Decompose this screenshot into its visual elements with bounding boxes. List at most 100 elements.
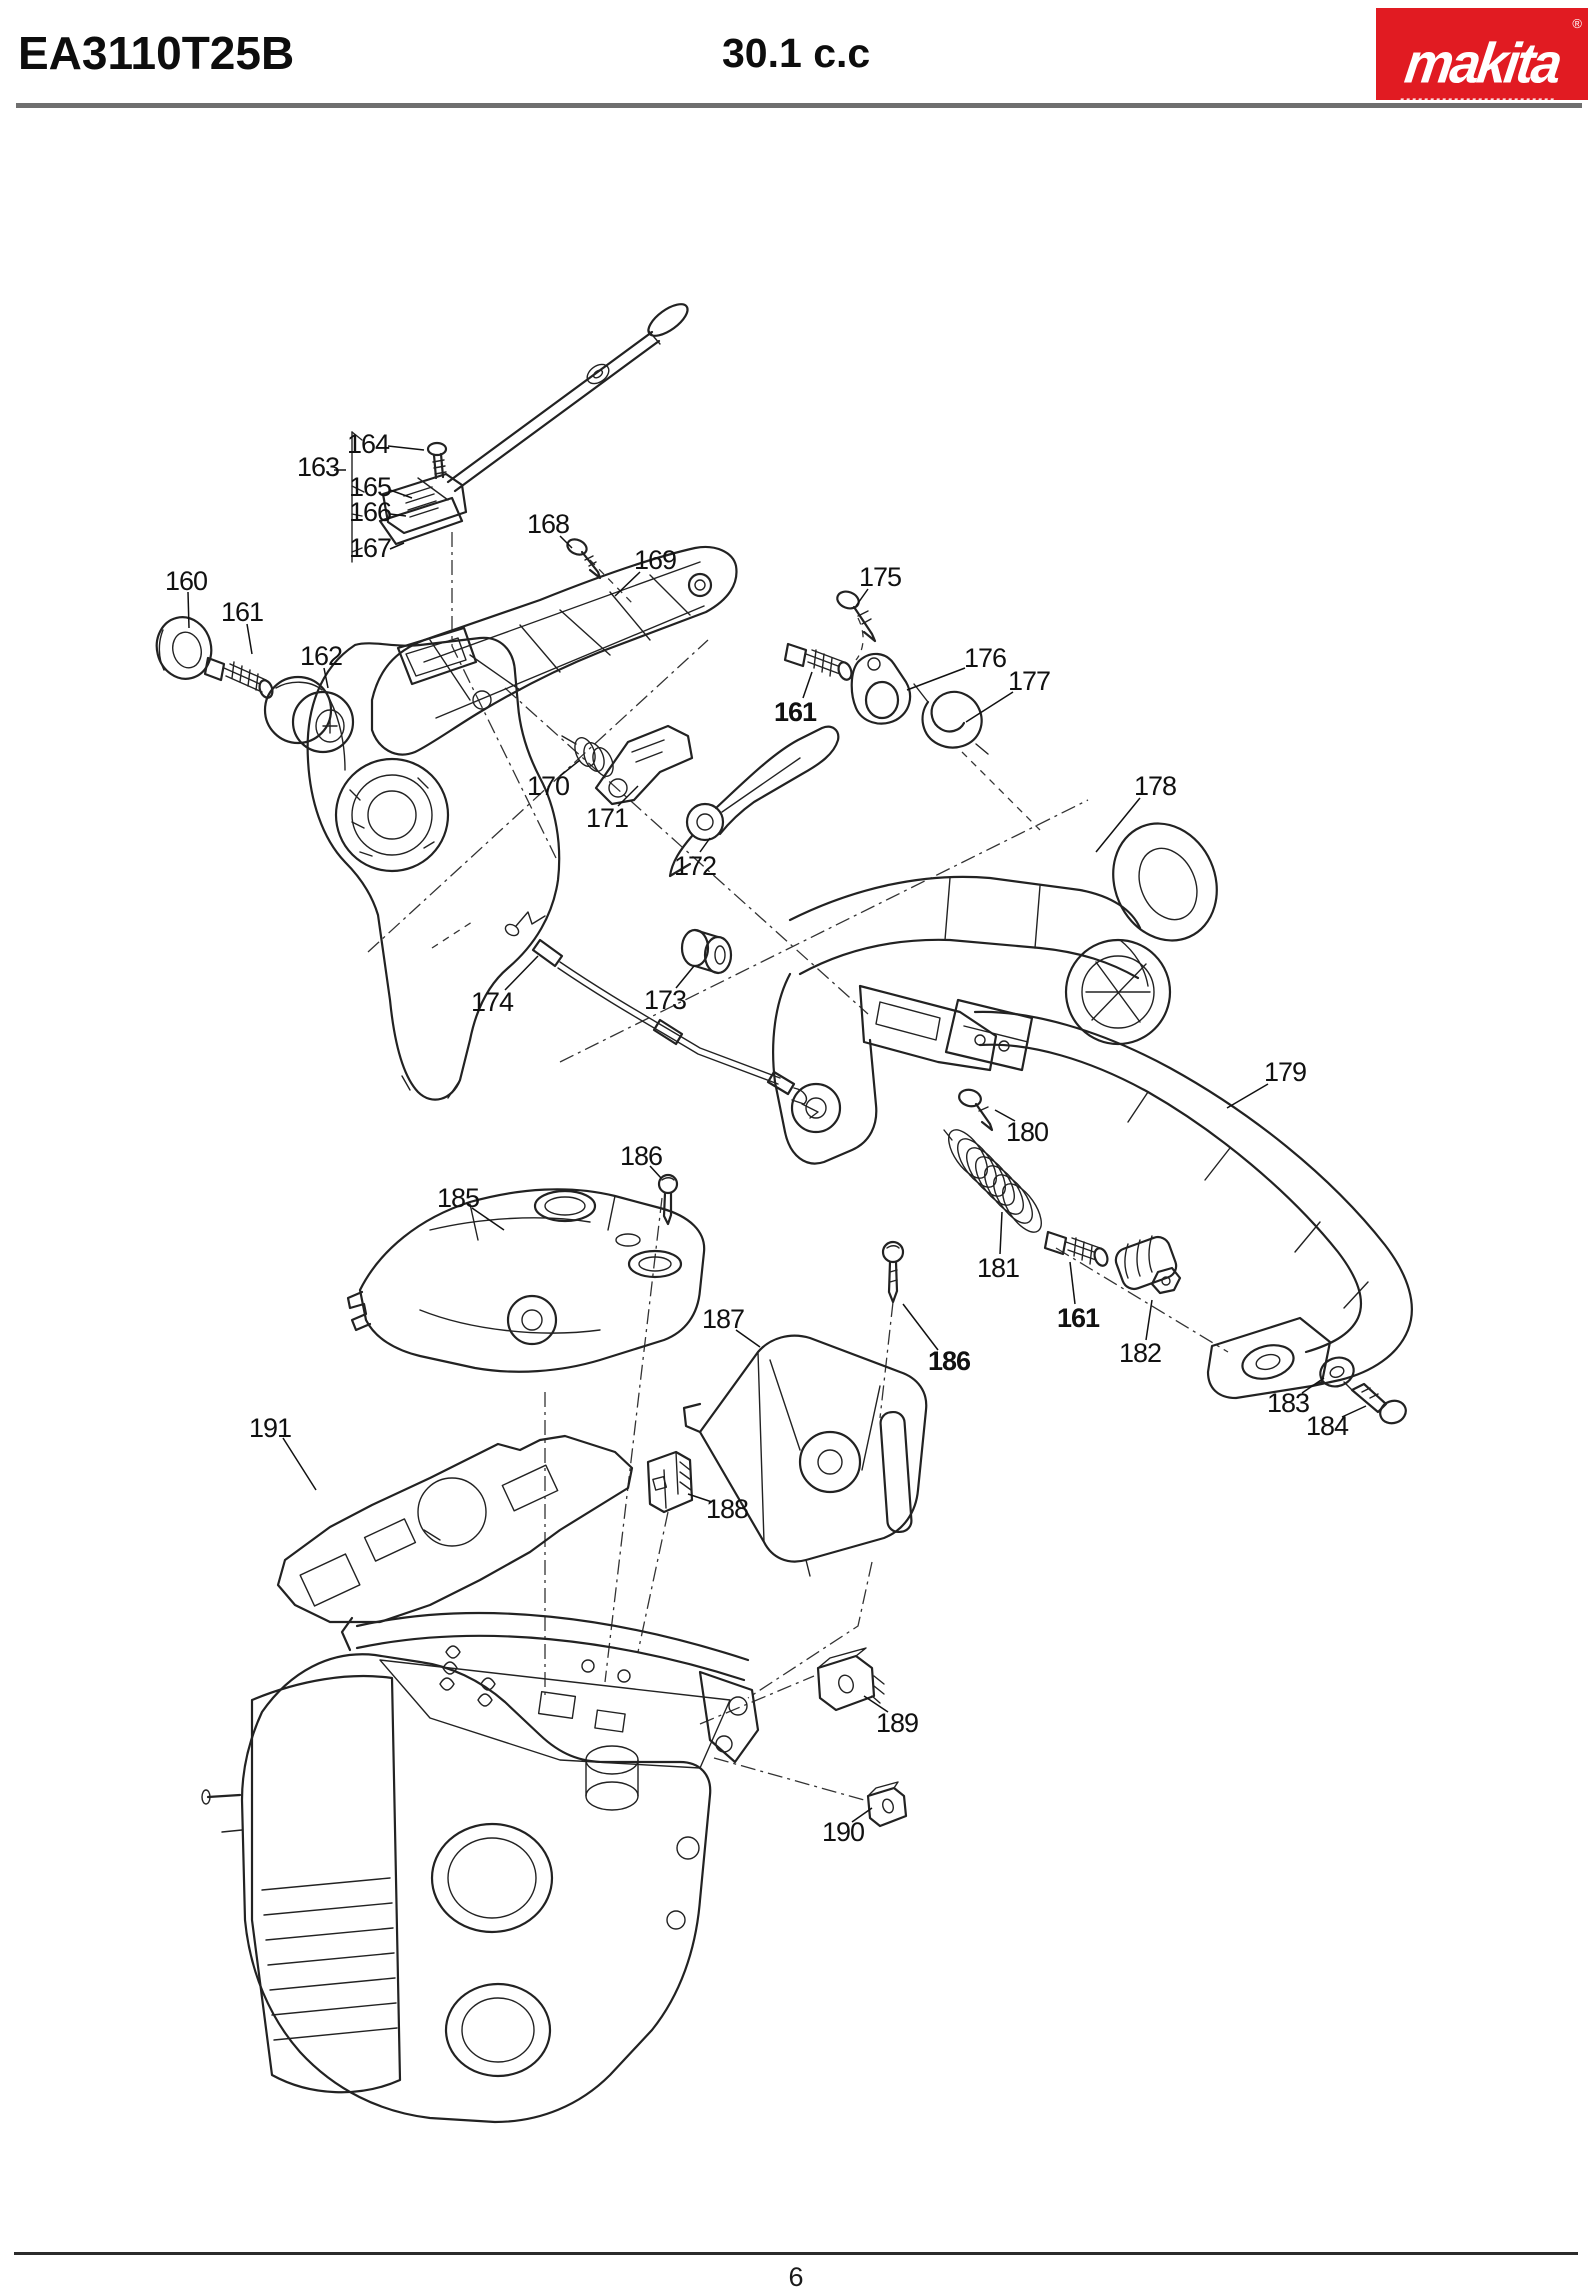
leader-line-186-29: [902, 1303, 939, 1351]
leader-line-175-15: [855, 588, 869, 607]
part-190-plug: [866, 1781, 908, 1828]
leader-line-165-5: [389, 489, 413, 499]
leader-line-169-9: [614, 571, 641, 597]
callout-166: 166: [349, 497, 391, 527]
part-176-plate: [850, 652, 912, 725]
part-174-throttle-cable: [504, 911, 819, 1119]
callout-182: 182: [1119, 1338, 1161, 1368]
part-162-buffer: [263, 675, 355, 754]
callout-184: 184: [1306, 1411, 1349, 1441]
callout-183: 183: [1267, 1388, 1309, 1418]
part-184-screw: [1343, 1381, 1407, 1425]
part-crankcase-assembly: [201, 1611, 760, 2124]
leader-line-190-33: [851, 1807, 873, 1823]
model-number: EA3110T25B: [18, 27, 295, 79]
leader-line-185-27: [471, 1207, 505, 1231]
leader-line-177-18: [965, 691, 1014, 723]
leader-line-179-20: [1226, 1083, 1269, 1109]
callout-189: 189: [876, 1708, 918, 1738]
leader-line-176-17: [906, 667, 966, 691]
engine-displacement: 30.1 c.c: [722, 30, 871, 76]
callout-170: 170: [527, 771, 569, 801]
callout-175: 175: [859, 562, 901, 592]
part-183-washer: [1319, 1356, 1355, 1388]
leader-line-174-14: [504, 955, 539, 991]
header-rule: [16, 103, 1582, 108]
part-161-stud-bolt-2: [783, 642, 853, 681]
part-172-throttle-lever: [668, 725, 840, 878]
callout-177: 177: [1008, 666, 1050, 696]
callout-labels: 1601611621631641651661671681691701711721…: [165, 429, 1367, 1847]
callout-169: 169: [634, 545, 676, 575]
callout-180: 180: [1006, 1117, 1048, 1147]
part-169-top-handle: [306, 545, 738, 1101]
leader-line-173-13: [675, 965, 695, 989]
part-178-rear-handle: [772, 822, 1218, 1165]
part-181-spring: [943, 1129, 1042, 1233]
callout-165: 165: [349, 472, 391, 502]
leader-line-187-30: [735, 1329, 761, 1348]
leader-line-184-26: [1341, 1405, 1367, 1418]
leader-line-170-10: [559, 759, 581, 777]
callout-188: 188: [706, 1494, 748, 1524]
callout-185: 185: [437, 1183, 479, 1213]
part-179-front-handle: [944, 998, 1413, 1400]
callout-191: 191: [249, 1413, 291, 1443]
callout-171: 171: [586, 803, 628, 833]
leader-line-181-22: [999, 1211, 1003, 1255]
leader-line-167-7: [389, 542, 405, 550]
part-191-gasket: [276, 1434, 634, 1624]
callout-161-bold: 161: [1057, 1303, 1100, 1333]
callout-160: 160: [165, 566, 207, 596]
callout-174: 174: [471, 987, 514, 1017]
part-180-screw: [958, 1088, 994, 1132]
callout-186-bold: 186: [928, 1346, 971, 1376]
callout-163: 163: [297, 452, 339, 482]
leader-line-189-32: [863, 1695, 889, 1713]
leader-line-161-23: [1069, 1261, 1076, 1305]
callout-172: 172: [674, 851, 716, 881]
part-186-screw-2: [881, 1240, 905, 1304]
leader-line-178-19: [1095, 797, 1141, 853]
leader-line-183-25: [1301, 1377, 1325, 1394]
callout-179: 179: [1264, 1057, 1306, 1087]
leader-line-164-4: [387, 445, 425, 451]
callout-186: 186: [620, 1141, 662, 1171]
leader-line-171-11: [617, 785, 639, 807]
callout-164: 164: [347, 429, 390, 459]
callout-161: 161: [221, 597, 263, 627]
callout-190: 190: [822, 1817, 864, 1847]
leader-line-188-31: [687, 1493, 713, 1503]
leader-line-191-34: [282, 1437, 317, 1491]
part-186-screw-1: [657, 1173, 679, 1226]
leader-line-180-21: [994, 1109, 1016, 1122]
part-185-cylinder-cover: [346, 1188, 706, 1373]
leader-line-172-12: [699, 837, 711, 853]
leader-line-160-0: [187, 591, 190, 629]
leader-line-161-1: [246, 623, 253, 655]
part-168-screw: [566, 538, 602, 580]
callout-173: 173: [644, 985, 686, 1015]
makita-logo: makita ®: [1376, 8, 1588, 102]
part-187-air-cleaner-cover: [682, 1334, 928, 1577]
leader-line-162-2: [323, 667, 329, 689]
leader-line-182-24: [1145, 1299, 1153, 1341]
part-175-screw: [836, 590, 877, 643]
leader-line-161-16: [802, 671, 813, 699]
part-161-stud-bolt: [203, 656, 274, 699]
part-160-cap: [155, 616, 213, 680]
callout-162: 162: [300, 641, 342, 671]
part-177-torsion-spring: [913, 683, 989, 755]
callout-168: 168: [527, 509, 569, 539]
page-number: 6: [788, 2262, 804, 2288]
callout-181: 181: [977, 1253, 1019, 1283]
part-188-block: [646, 1450, 694, 1514]
leader-line-186-28: [649, 1165, 662, 1179]
callout-161-bold: 161: [774, 697, 817, 727]
callout-187: 187: [702, 1304, 744, 1334]
leader-line-166-6: [389, 513, 407, 517]
part-182-buffer: [1114, 1235, 1182, 1295]
part-171-bracket: [594, 724, 694, 806]
